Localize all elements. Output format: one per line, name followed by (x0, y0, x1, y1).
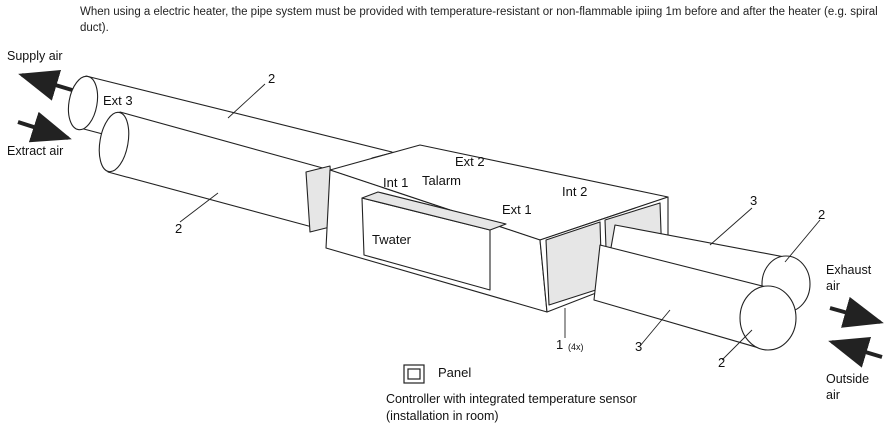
exhaust-air-label-2: air (826, 279, 840, 293)
callout-1: 1 (556, 337, 564, 352)
callout-2-top: 2 (268, 71, 276, 86)
extract-air-arrow (17, 111, 72, 143)
heater-note: When using a electric heater, the pipe s… (80, 6, 878, 34)
duct-extract-end (98, 111, 130, 173)
controller-label-1: Controller with integrated temperature s… (386, 392, 637, 406)
exhaust-air-label-1: Exhaust (826, 263, 872, 277)
duct-outside-end (739, 285, 797, 351)
outside-air-label-1: Outside (826, 372, 870, 386)
duct-supply-end (67, 75, 99, 131)
ext1-label: Ext 1 (502, 202, 532, 217)
panel-icon (403, 364, 425, 384)
callout-2-right-bottom: 2 (718, 355, 726, 370)
talarm-label: Talarm (422, 173, 462, 188)
ext2-label: Ext 2 (455, 154, 485, 169)
panel-label: Panel (438, 365, 472, 380)
callout-1-count: (4x) (568, 342, 584, 352)
ext3-label: Ext 3 (103, 93, 133, 108)
extract-air-label: Extract air (7, 144, 64, 158)
heater-box-top (361, 191, 507, 231)
outside-air-label-2: air (826, 388, 840, 402)
int1-label: Int 1 (383, 175, 409, 190)
controller-label-2: (installation in room) (386, 409, 499, 423)
exhaust-air-arrow (829, 296, 884, 328)
callout-3-top: 3 (750, 193, 758, 208)
int2-label: Int 2 (562, 184, 588, 199)
callout-2-left: 2 (175, 221, 183, 236)
supply-air-arrow (18, 70, 73, 101)
callout-2-right-top: 2 (818, 207, 826, 222)
twater-label: Twater (372, 232, 412, 247)
outside-air-arrow (828, 337, 883, 368)
supply-air-label: Supply air (7, 49, 63, 63)
callout-3-bottom: 3 (635, 339, 643, 354)
